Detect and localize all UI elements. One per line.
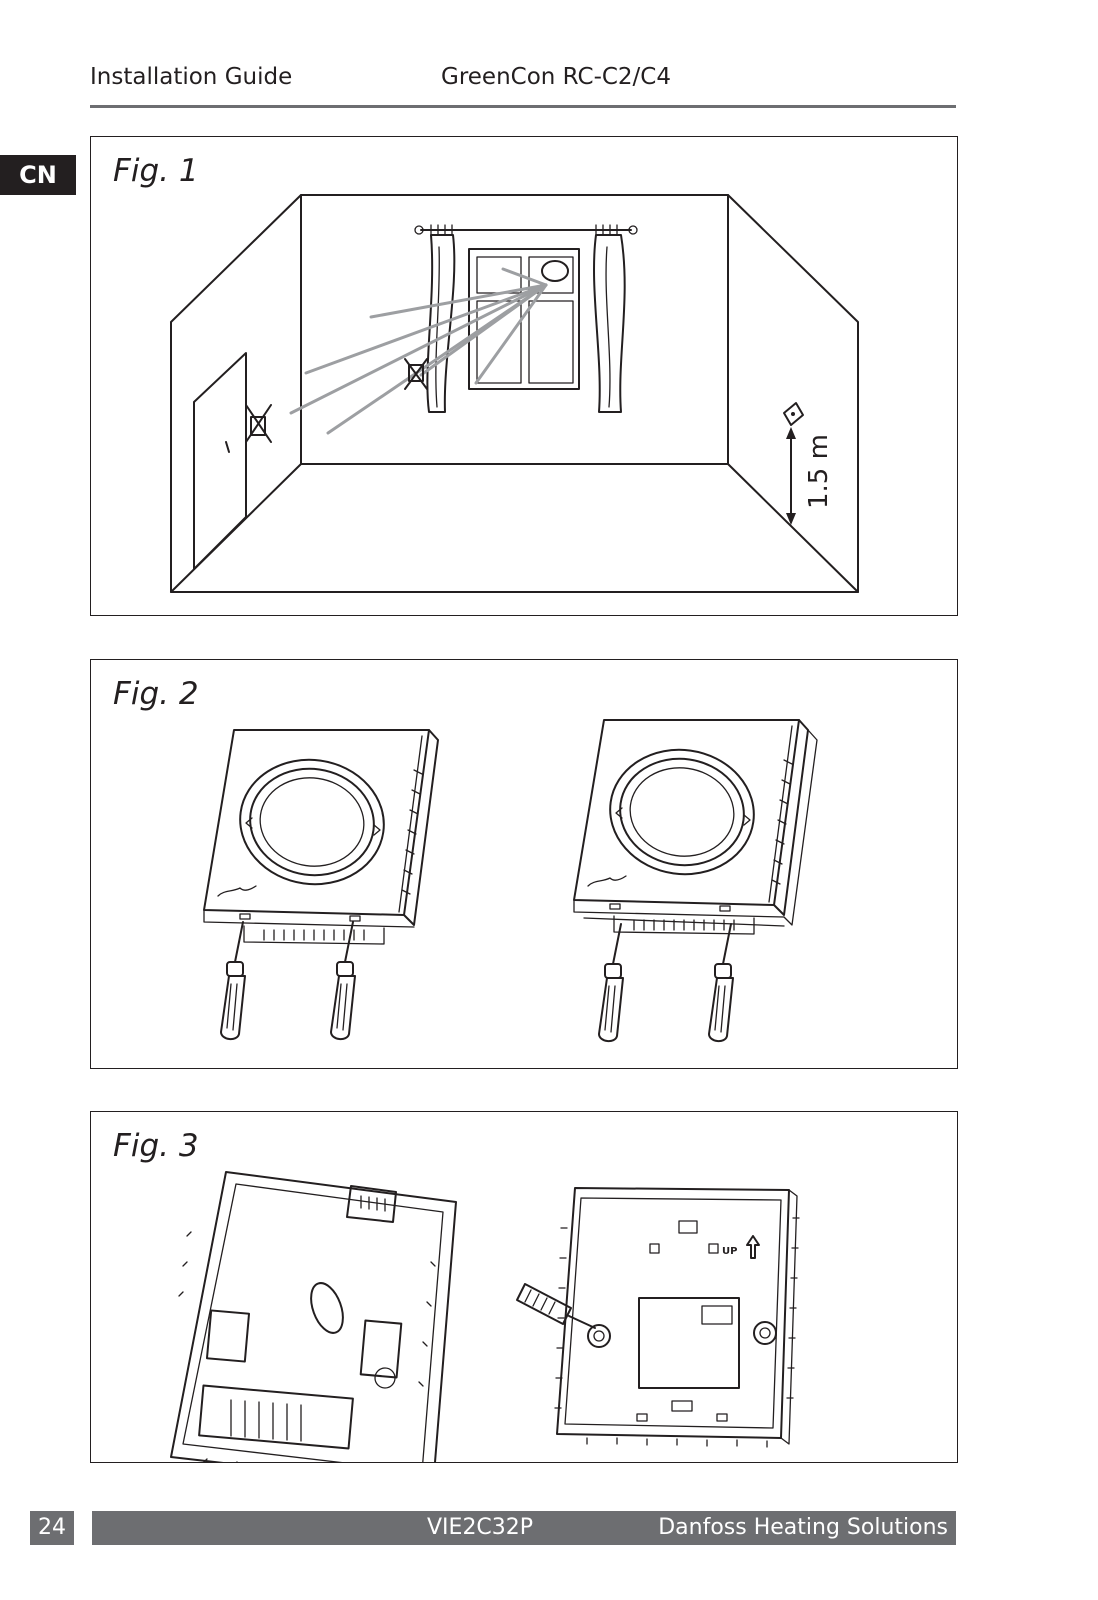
figure-3-title: Fig. 3 bbox=[113, 1128, 199, 1164]
height-dimension-label: 1.5 m bbox=[804, 434, 834, 509]
figure-3: Fig. 3 UP bbox=[90, 1111, 958, 1463]
screwdriver-4 bbox=[708, 923, 734, 1043]
header-left: Installation Guide bbox=[90, 64, 293, 90]
wall-plate-illustration: UP bbox=[170, 1171, 800, 1462]
header-rule bbox=[90, 105, 956, 108]
thermostat-position-icon bbox=[783, 402, 804, 426]
thermostat-right bbox=[573, 719, 818, 935]
crossed-thermostat-door bbox=[245, 404, 272, 443]
figure-2: Fig. 2 bbox=[90, 659, 958, 1069]
language-tab: CN bbox=[0, 155, 76, 195]
brand-name: Danfoss Heating Solutions bbox=[658, 1515, 948, 1540]
figure-1-title: Fig. 1 bbox=[113, 153, 199, 189]
sight-lines bbox=[289, 267, 548, 435]
base-plate bbox=[170, 1171, 457, 1462]
wall-plug-icon bbox=[516, 1283, 596, 1329]
room-illustration: 1.5 m bbox=[170, 194, 859, 593]
thermostat-left bbox=[203, 729, 439, 945]
figure-2-title: Fig. 2 bbox=[113, 676, 199, 712]
thermostat-removal-illustration bbox=[203, 719, 818, 1043]
footer-bar: VIE2C32P Danfoss Heating Solutions bbox=[92, 1511, 956, 1545]
screwdriver-3 bbox=[598, 923, 624, 1043]
header-right: GreenCon RC-C2/C4 bbox=[441, 64, 671, 90]
document-code: VIE2C32P bbox=[427, 1515, 534, 1540]
figure-1: Fig. 1 bbox=[90, 136, 958, 616]
page-number: 24 bbox=[30, 1511, 74, 1545]
up-label: UP bbox=[722, 1246, 737, 1257]
crossed-thermostat-window bbox=[404, 358, 428, 390]
screwdriver-1 bbox=[220, 921, 246, 1041]
up-arrow-icon bbox=[746, 1235, 760, 1259]
back-plate: UP bbox=[554, 1187, 800, 1448]
